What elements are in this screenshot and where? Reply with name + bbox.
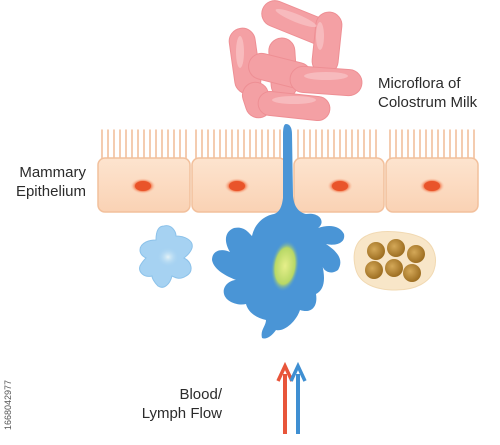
granule: [387, 239, 405, 257]
small-cell-nucleus: [157, 247, 179, 267]
epithelium-label: Mammary Epithelium: [16, 163, 86, 201]
granule: [385, 259, 403, 277]
epithelial-cell-3: [293, 157, 385, 213]
bacterium-rod: [257, 90, 331, 122]
granule: [365, 261, 383, 279]
epithelium-label-line1: Mammary: [19, 164, 86, 181]
small-immune-cell: [139, 225, 193, 288]
flow-arrow-red: [276, 361, 294, 434]
bacteria-highlights: [236, 8, 348, 104]
flow-label: Blood/ Lymph Flow: [142, 385, 222, 423]
microflora-label: Microflora of Colostrum Milk: [378, 74, 477, 112]
granule-cell: [353, 231, 436, 291]
microflora-label-line1: Microflora of: [378, 75, 461, 92]
flow-label-line2: Lymph Flow: [141, 405, 222, 422]
stock-id-watermark: 1668042977: [2, 322, 14, 432]
epithelium-microvilli: [101, 129, 475, 160]
dendritic-cell-nucleus: [270, 240, 300, 292]
epithelial-cell-4: [385, 157, 479, 213]
epithelial-cell-2: [191, 157, 287, 213]
microflora-label-line2: Colostrum Milk: [378, 94, 478, 111]
granule: [407, 245, 425, 263]
epithelium-label-line2: Epithelium: [15, 183, 86, 200]
granule: [403, 264, 421, 282]
epithelial-cell-1: [97, 157, 191, 213]
granule: [367, 242, 385, 260]
bacterium-rod: [289, 65, 363, 97]
flow-label-line1: Blood/: [179, 386, 222, 403]
stock-id-text: 1668042977: [3, 379, 13, 430]
flow-arrow-blue: [289, 361, 307, 434]
dendritic-cell: [212, 124, 345, 339]
